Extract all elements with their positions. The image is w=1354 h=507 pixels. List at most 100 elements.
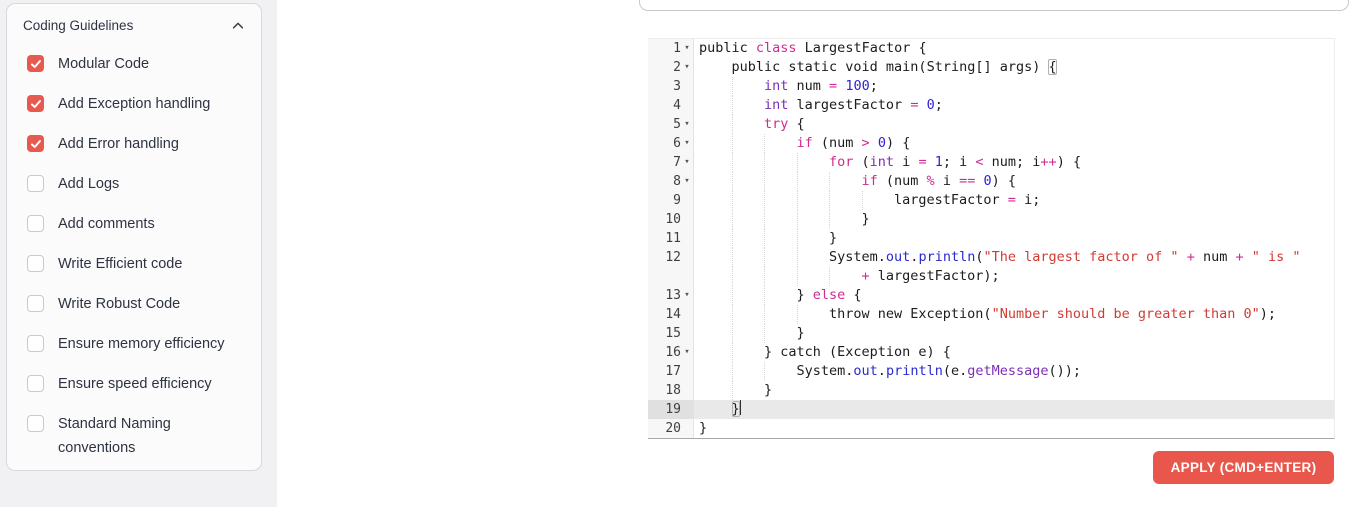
code-line[interactable]: 16▾} catch (Exception e) { [648,343,1334,362]
indent-guide [731,381,765,400]
guideline-item[interactable]: Write Efficient code [21,252,247,292]
apply-button[interactable]: APPLY (CMD+ENTER) [1153,451,1334,484]
panel-header: Coding Guidelines [7,4,261,44]
indent-guide [764,324,797,343]
guideline-checkbox[interactable] [27,295,44,312]
fold-arrow-icon[interactable]: ▾ [684,157,690,167]
guideline-checkbox[interactable] [27,255,44,272]
guideline-checkbox[interactable] [27,95,44,112]
indent-guide [731,134,765,153]
indent-guide [699,115,732,134]
guideline-item[interactable]: Ensure memory efficiency [21,332,247,372]
guideline-checkbox[interactable] [27,175,44,192]
indent-guide [731,172,765,191]
guideline-item[interactable]: Modular Code [21,52,247,92]
code-line[interactable]: 6▾if (num > 0) { [648,134,1334,153]
line-number: 3 [673,79,681,94]
code-token: 0 [926,97,935,113]
code-line[interactable]: 18} [648,381,1334,400]
indent-guide [699,248,732,267]
guideline-checkbox[interactable] [27,55,44,72]
guideline-checkbox[interactable] [27,215,44,232]
guideline-item[interactable]: Standard Naming conventions [21,412,247,460]
code-editor[interactable]: 1▾public class LargestFactor {2▾public s… [648,38,1335,439]
code-token: class [755,40,797,56]
code-line[interactable]: 5▾try { [648,115,1334,134]
guideline-label: Write Robust Code [58,296,181,312]
guideline-item[interactable]: Add comments [21,212,247,252]
code-token: int [764,78,789,94]
code-token: . [910,249,919,265]
code-line[interactable]: 19} [648,400,1334,419]
indent-guide [764,134,797,153]
indent-guide [731,248,765,267]
code-line[interactable]: 11} [648,229,1334,248]
indent-guide [764,210,797,229]
code-token: num [788,78,830,94]
guideline-item[interactable]: Ensure speed efficiency [21,372,247,412]
code-line[interactable]: 4 int largestFactor = 0; [648,96,1334,115]
line-gutter: 8▾ [648,172,694,191]
code-line[interactable]: 8▾if (num % i == 0) { [648,172,1334,191]
prompt-input[interactable] [639,0,1349,11]
code-line[interactable]: 20} [648,419,1334,438]
guideline-item[interactable]: Add Error handling [21,132,247,172]
guideline-item[interactable]: Write Robust Code [21,292,247,332]
line-number: 14 [665,307,681,322]
code-line[interactable]: 13▾} else { [648,286,1334,305]
checkmark-icon [30,59,41,68]
code-token: ) { [885,135,911,151]
fold-arrow-icon[interactable]: ▾ [684,43,690,53]
code-line[interactable]: 1▾public class LargestFactor { [648,39,1334,58]
line-number: 4 [673,98,681,113]
indent-guide [699,172,732,191]
code-text: if (num > 0) { [694,134,1334,153]
chevron-up-icon[interactable] [231,19,245,33]
code-token: { [788,116,805,132]
code-token: LargestFactor { [796,40,927,56]
guideline-checkbox[interactable] [27,415,44,432]
fold-arrow-icon[interactable]: ▾ [684,138,690,148]
code-token: if [861,173,878,189]
code-text: int largestFactor = 0; [694,96,1334,115]
code-line[interactable]: 2▾public static void main(String[] args)… [648,58,1334,77]
indent-guide [764,172,797,191]
code-text: System.out.println(e.getMessage()); [694,362,1334,381]
line-number: 16 [665,345,681,360]
indent-guide [731,210,765,229]
code-text: + largestFactor); [694,267,1334,286]
line-gutter: 15 [648,324,694,343]
guideline-checkbox[interactable] [27,135,44,152]
indent-guide [731,324,765,343]
guideline-checkbox[interactable] [27,335,44,352]
fold-arrow-icon[interactable]: ▾ [684,176,690,186]
indent-guide [764,362,797,381]
guideline-item[interactable]: Add Logs [21,172,247,212]
fold-arrow-icon[interactable]: ▾ [684,119,690,129]
guideline-item[interactable]: Add Exception handling [21,92,247,132]
guideline-label: Add Logs [58,176,120,192]
code-line[interactable]: 10} [648,210,1334,229]
code-line[interactable]: 15} [648,324,1334,343]
fold-arrow-icon[interactable]: ▾ [684,62,690,72]
code-line[interactable]: 7▾for (int i = 1; i < num; i++) { [648,153,1334,172]
code-token: < [975,154,984,170]
code-token: (num [812,135,862,151]
indent-guide [699,381,732,400]
code-token: ) { [1056,154,1082,170]
line-number: 19 [665,402,681,417]
code-token: num [1194,249,1236,265]
line-number: 8 [673,174,681,189]
code-line-wrap[interactable]: + largestFactor); [648,267,1334,286]
fold-arrow-icon[interactable]: ▾ [684,290,690,300]
fold-arrow-icon[interactable]: ▾ [684,347,690,357]
indent-guide [764,191,797,210]
guideline-checkbox[interactable] [27,375,44,392]
code-token: + [861,268,870,284]
code-token: . [877,363,886,379]
